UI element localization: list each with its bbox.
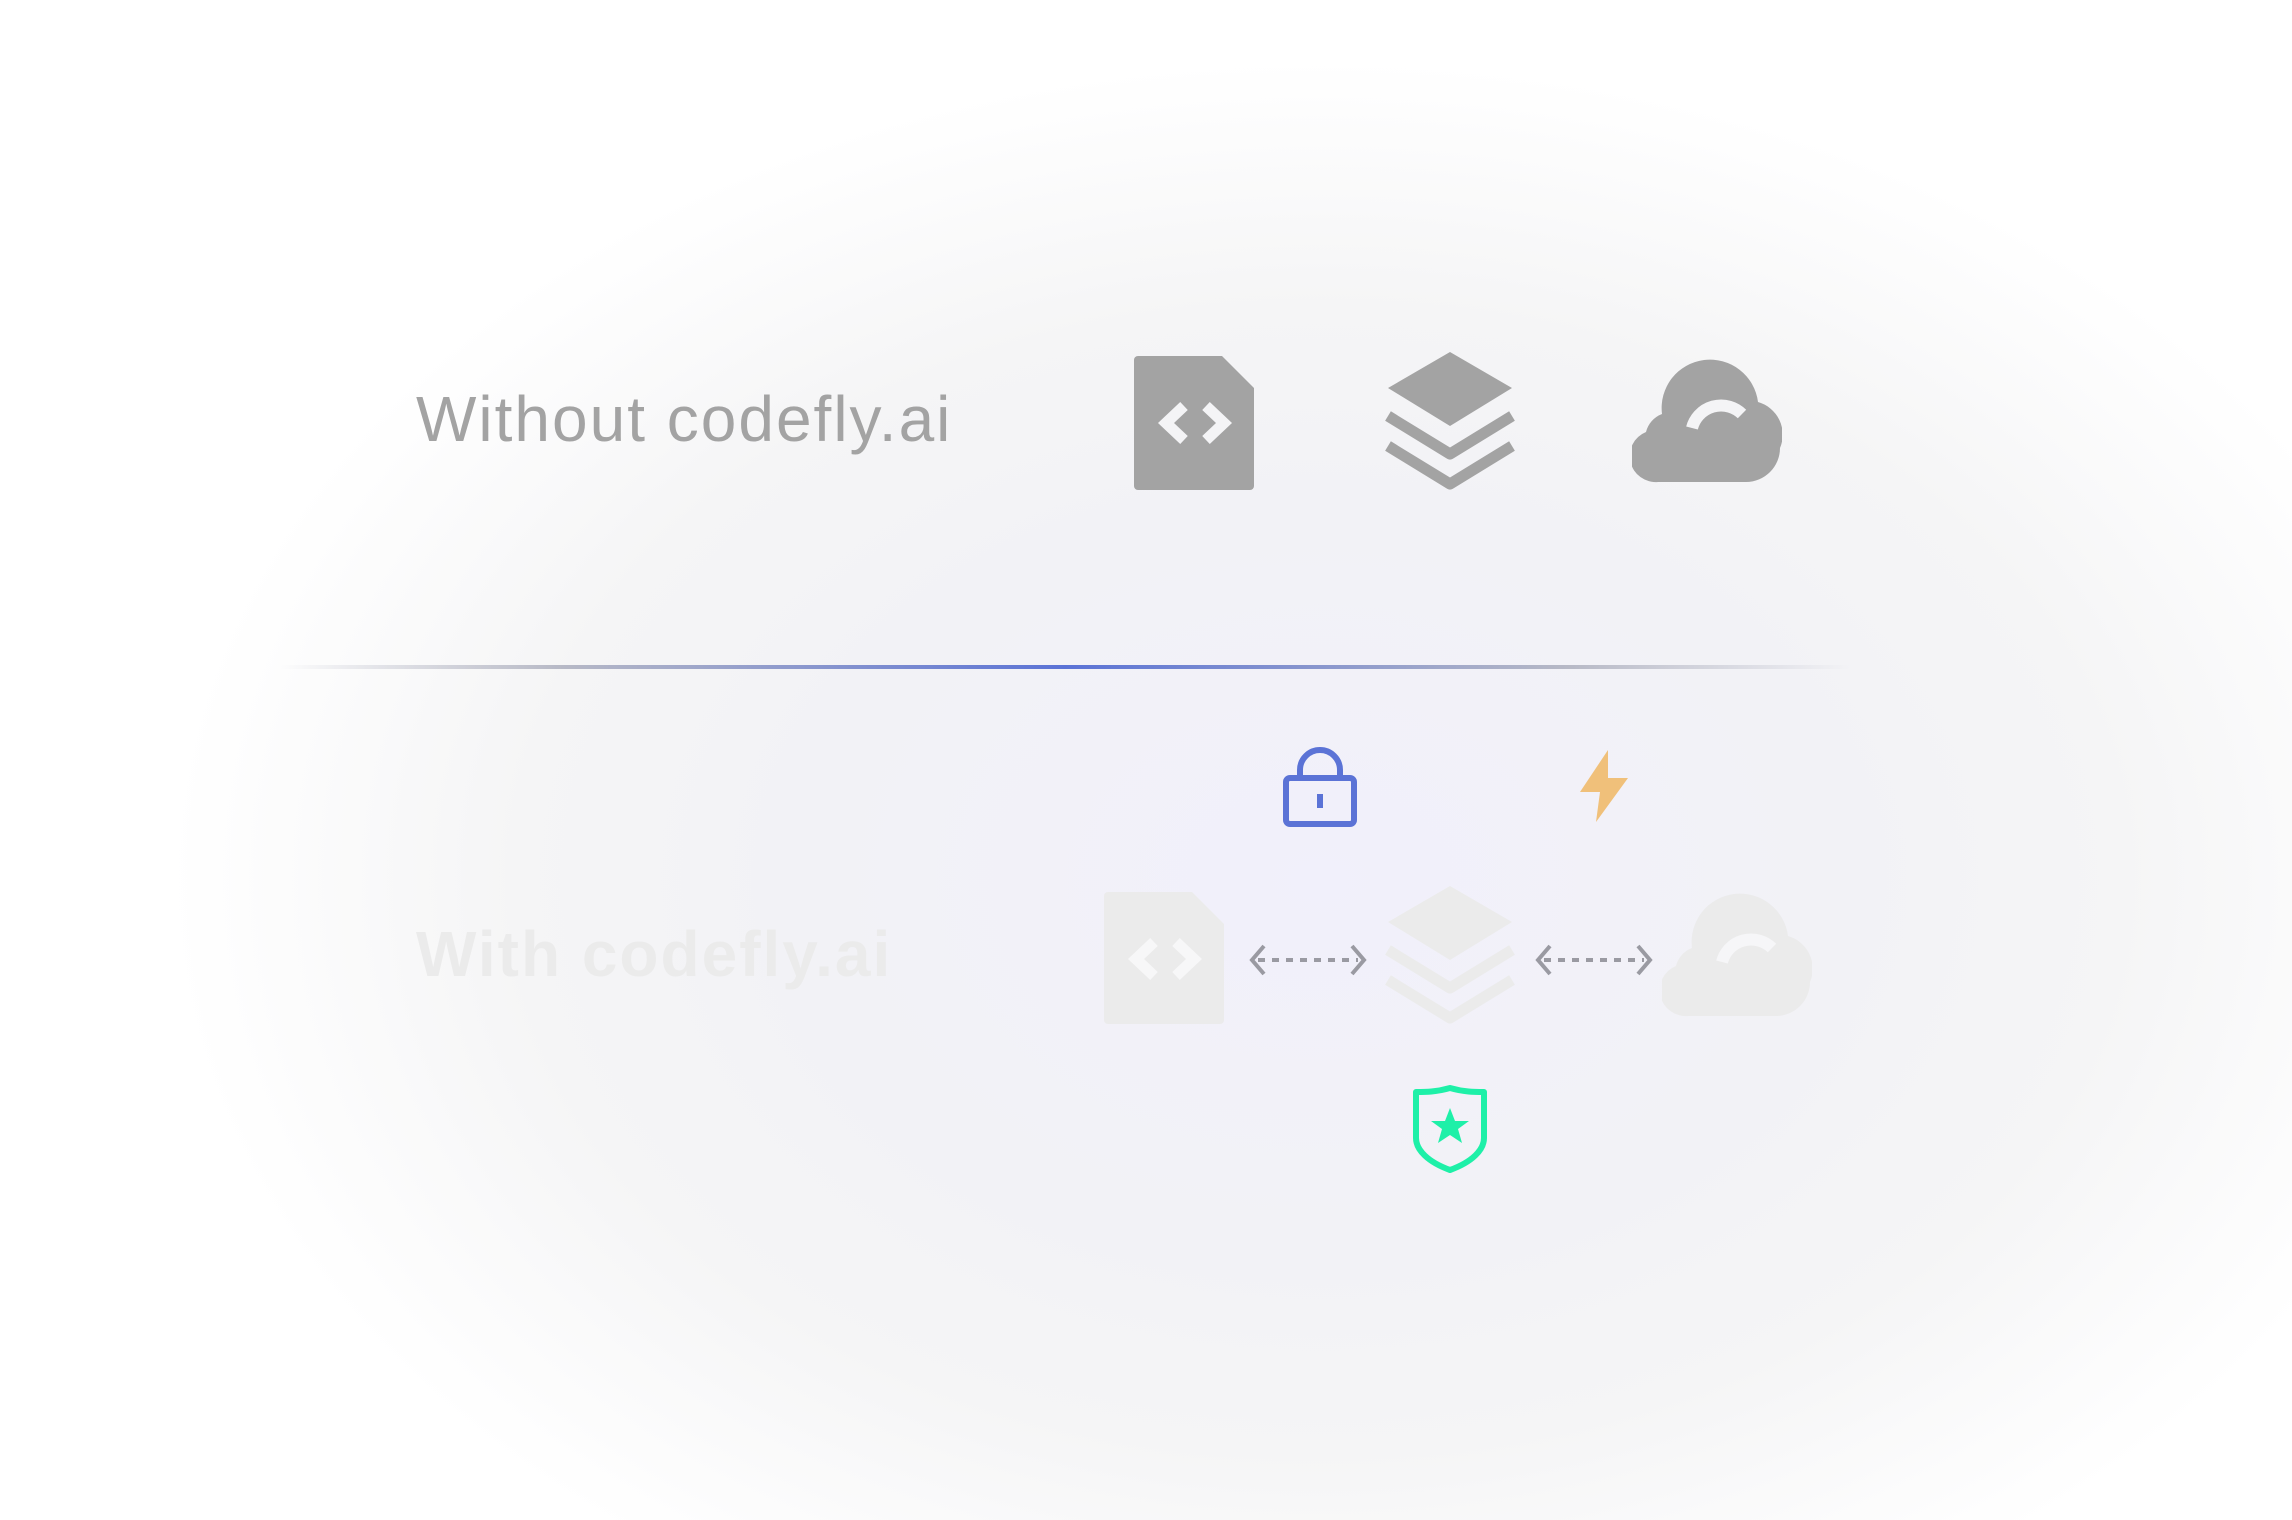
code-file-icon: [1134, 356, 1256, 492]
cloud-icon: [1632, 354, 1782, 486]
section-divider: [280, 665, 1850, 669]
layers-icon: [1384, 350, 1516, 492]
layers-icon: [1384, 884, 1516, 1026]
lightning-icon: [1576, 748, 1632, 824]
cloud-icon: [1662, 888, 1812, 1020]
arrow-connector-icon: [1248, 942, 1368, 978]
lock-icon: [1282, 746, 1358, 828]
shield-star-icon: [1412, 1084, 1488, 1174]
arrow-connector-icon: [1534, 942, 1654, 978]
code-file-icon: [1104, 892, 1226, 1026]
with-label: With codefly.ai: [416, 918, 893, 990]
without-label: Without codefly.ai: [416, 383, 953, 455]
